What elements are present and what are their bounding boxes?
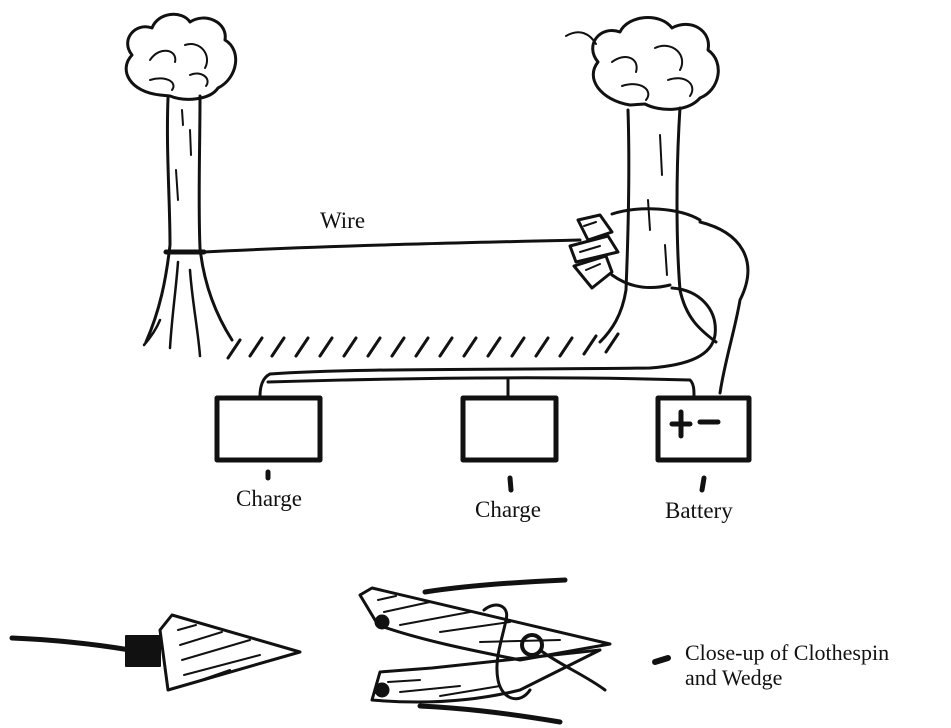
left-tree-canopy <box>126 14 236 99</box>
right-tree-trunk <box>600 110 629 342</box>
battery-box <box>658 398 749 460</box>
clothespin-top-line <box>425 580 565 592</box>
wire-label: Wire <box>320 208 365 234</box>
closeup-callout-dash <box>655 658 668 662</box>
closeup-caption-line2: and Wedge <box>685 665 889 690</box>
left-tree-trunk <box>146 98 170 342</box>
wedge-closeup <box>12 615 300 690</box>
clothespin-lead-1 <box>540 650 605 690</box>
wedge-handle <box>126 636 160 666</box>
clothespin-lead-2 <box>420 706 560 722</box>
battery-terminals <box>672 412 718 436</box>
battery-plus-icon <box>672 412 690 436</box>
clothespin-closeup <box>360 580 610 722</box>
charge-left-label: Charge <box>236 486 302 512</box>
charge-middle-label: Charge <box>475 497 541 523</box>
closeup-caption: Close-up of Clothespin and Wedge <box>685 640 889 691</box>
charge-box-middle <box>463 398 556 460</box>
battery-label: Battery <box>665 498 733 524</box>
left-tree <box>126 14 236 356</box>
wedge-wire <box>12 638 130 650</box>
clothespin-lower-jaw <box>372 650 600 702</box>
label-ticks <box>268 472 704 490</box>
closeup-caption-line1: Close-up of Clothespin <box>685 640 889 665</box>
ground-hatching <box>228 334 618 358</box>
trip-wire <box>204 240 580 252</box>
clothespin-upper-jaw <box>360 588 610 660</box>
wedge-body <box>160 615 300 690</box>
charge-box-left <box>217 398 320 460</box>
right-tree-canopy <box>593 17 719 109</box>
